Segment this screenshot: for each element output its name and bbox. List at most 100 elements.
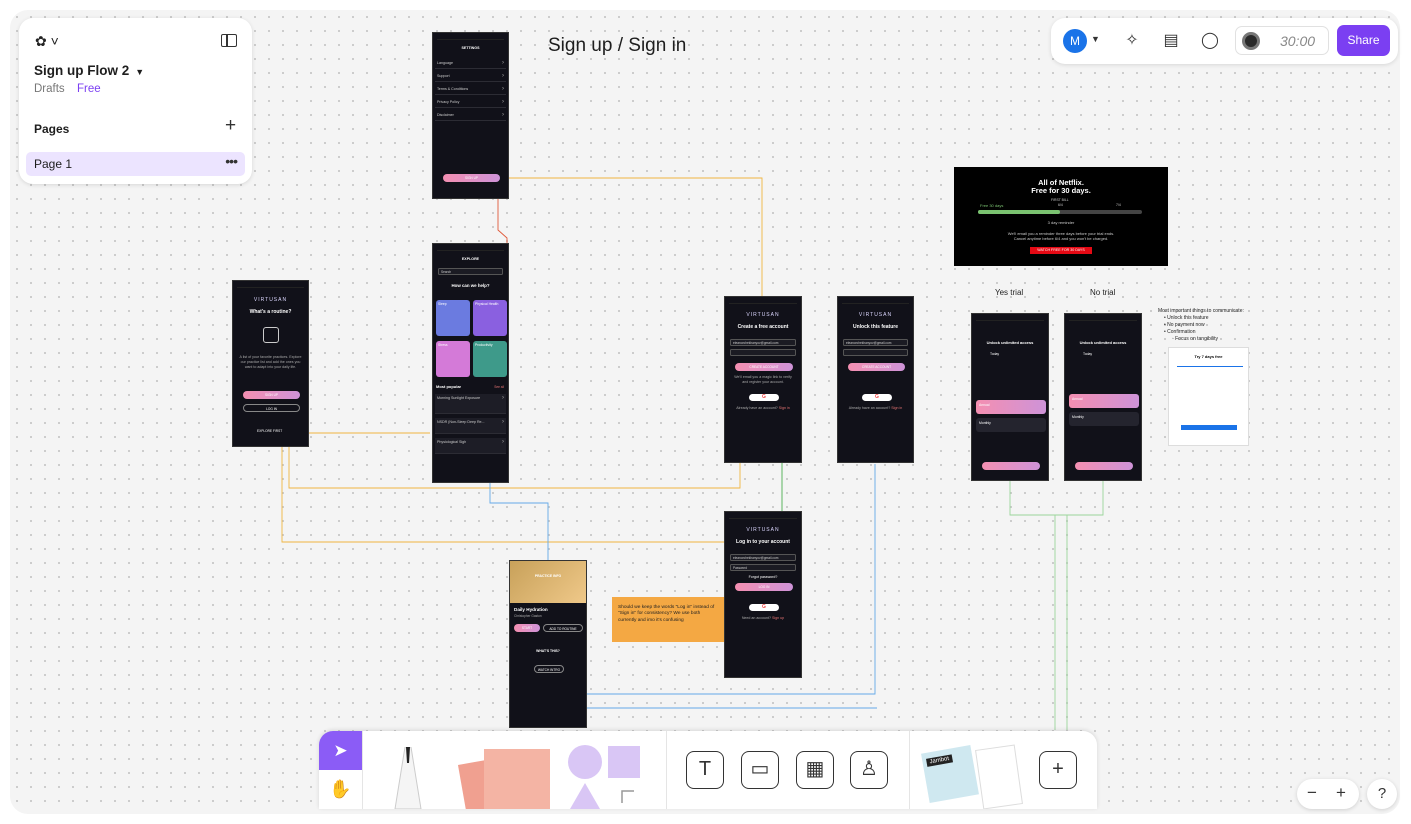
settings-screen[interactable]: SETTINGS Language Support Terms & Condit… [432,32,509,199]
practice-heading: Daily Hydration [514,607,548,612]
share-button[interactable]: Share [1337,25,1390,56]
shapes-icon[interactable] [564,743,644,809]
password-field: Password [730,564,796,571]
trial-button [982,462,1040,470]
free-label: Free 30 days [980,203,1004,208]
bottom-toolbar: ➤ ✋ T ▭ ▦ ♙ Jambot + [319,731,1097,809]
have-account-text: Already have an account? Sign in [848,406,903,410]
login-button: LOG IN [243,404,300,412]
date-label: 6/4 [1058,203,1063,207]
watch-intro-button: WATCH INTRO [534,665,564,673]
hero-image [510,561,586,603]
yes-trial-screen[interactable]: Unlock unlimited access Today Annual Mon… [971,313,1049,481]
netflix-line2: Free for 30 days. [1031,186,1091,195]
trial-progress-fill [978,210,1060,214]
templates-widget[interactable] [975,744,1023,809]
watch-free-button: WATCH FREE FOR 30 DAYS [1030,247,1092,254]
text-tool-icon[interactable]: T [686,751,724,789]
file-location[interactable]: Drafts [34,83,65,95]
have-account-text: Already have an account? Sign in [736,406,790,410]
tile-physical-health: Physical Health [473,300,507,336]
table-tool-icon[interactable]: ▦ [796,751,834,789]
reminder-label: 3 day reminder [1047,220,1075,225]
comment-icon[interactable]: ◯ [1201,32,1219,49]
brand-logo: VIRTUSAN [253,297,288,303]
login-button: LOG IN [735,583,793,591]
google-icon: G [862,394,892,401]
plan-badge[interactable]: Free [77,83,101,95]
signin-link: Sign in [778,406,790,410]
login-screen[interactable]: VIRTUSAN Log in to your account eleanorc… [724,511,802,678]
create-account-button: CREATE ACCOUNT [848,363,905,371]
sidebar-toggle-icon[interactable] [221,34,237,47]
login-heading: Log in to your account [736,539,790,545]
card-title: Try 7 days free [1194,354,1223,359]
board-title[interactable]: Sign up / Sign in [548,35,687,56]
settings-row: Privacy Policy [435,96,506,108]
signin-link: Sign in [891,406,903,410]
list-item: Physiological Sigh [435,438,506,454]
more-icon[interactable]: ••• [225,153,238,169]
reference-card[interactable]: Try 7 days free [1168,347,1249,446]
practice-info-screen[interactable]: PRACTICE INFO Daily Hydration Christophe… [509,560,587,728]
unlock-feature-screen[interactable]: VIRTUSAN Unlock this feature eleanorchek… [837,296,914,463]
section-tool-icon[interactable]: ▭ [741,751,779,789]
top-toolbar: M ▼ ✧ ▤ ◯ 30:00 Share [1051,18,1398,64]
stamp-tool-icon[interactable]: ♙ [850,751,888,789]
sticky-notes-icon[interactable] [454,745,554,809]
settings-row: Terms & Conditions [435,83,506,95]
reminder-note: We'll email you a reminder three days be… [1007,231,1115,241]
plan-monthly: Monthly [976,418,1046,432]
explore-screen[interactable]: EXPLORE Search How can we help? Sleep Ph… [432,243,509,483]
forgot-password-link: Forgot password? [748,575,778,579]
practice-title: PRACTICE INFO [534,574,562,578]
brand-logo: VIRTUSAN [746,312,780,318]
notes-text[interactable]: Most important things to communicate: • … [1158,308,1244,342]
create-account-screen[interactable]: VIRTUSAN Create a free account eleanorch… [724,296,802,463]
help-button[interactable]: ? [1367,779,1397,809]
timer-value: 30:00 [1280,33,1316,49]
search-field: Search [438,268,503,275]
tile-stress: Stress [436,341,470,377]
list-item: NSDR (Non-Sleep Deep Re... [435,418,506,434]
no-trial-label[interactable]: No trial [1090,288,1116,297]
zoom-in-button[interactable]: + [1336,783,1346,802]
see-all-link: See all [494,385,504,389]
settings-row: Disclaimer [435,109,506,121]
netflix-reference[interactable]: All of Netflix. Free for 30 days. Free 3… [954,167,1168,266]
marker-icon[interactable] [385,747,431,809]
section-title: Most popular [436,384,462,389]
routine-heading: What's a routine? [249,309,292,315]
sticky-note[interactable]: Should we keep the words "Log in" instea… [612,597,724,642]
cursor-icon[interactable]: ➤ [319,731,362,770]
routine-screen[interactable]: VIRTUSAN What's a routine? A list of you… [232,280,309,447]
unlock-access-heading: Unlock unlimited access [1079,340,1127,345]
plan-annual: Annual [1069,394,1139,408]
brand-logo: VIRTUSAN [746,527,780,533]
plan-annual: Annual [976,400,1046,414]
subscribe-button [1075,462,1133,470]
timer[interactable]: 30:00 [1235,26,1329,55]
unlock-heading: Unlock this feature [852,324,898,330]
figma-logo-icon[interactable]: ✿ ˅ [35,33,59,49]
date-label: 7/4 [1116,203,1121,207]
unlock-access-heading: Unlock unlimited access [986,340,1034,345]
avatar[interactable]: M [1063,29,1087,53]
yes-trial-label[interactable]: Yes trial [995,288,1024,297]
add-more-icon[interactable]: + [1039,751,1077,789]
zoom-out-button[interactable]: − [1307,783,1317,802]
ai-sparkle-icon[interactable]: ✧ [1125,32,1139,49]
hand-icon[interactable]: ✋ [329,779,352,799]
whats-this-label: WHAT'S THIS? [536,649,560,653]
file-name[interactable]: Sign up Flow 2▼ [34,63,145,78]
add-page-icon[interactable]: + [225,115,237,136]
signup-button: SIGN UP [443,174,500,182]
page-item-1[interactable]: Page 1 ••• [26,152,245,176]
netflix-line1: All of Netflix. [1038,178,1084,187]
no-trial-screen[interactable]: Unlock unlimited access Today Annual Mon… [1064,313,1142,481]
plan-monthly: Monthly [1069,412,1139,426]
layout-icon[interactable]: ▤ [1163,32,1179,49]
chevron-down-icon[interactable]: ▼ [1091,34,1100,44]
google-icon: G [749,604,779,611]
jambot-widget[interactable]: Jambot [921,745,979,803]
